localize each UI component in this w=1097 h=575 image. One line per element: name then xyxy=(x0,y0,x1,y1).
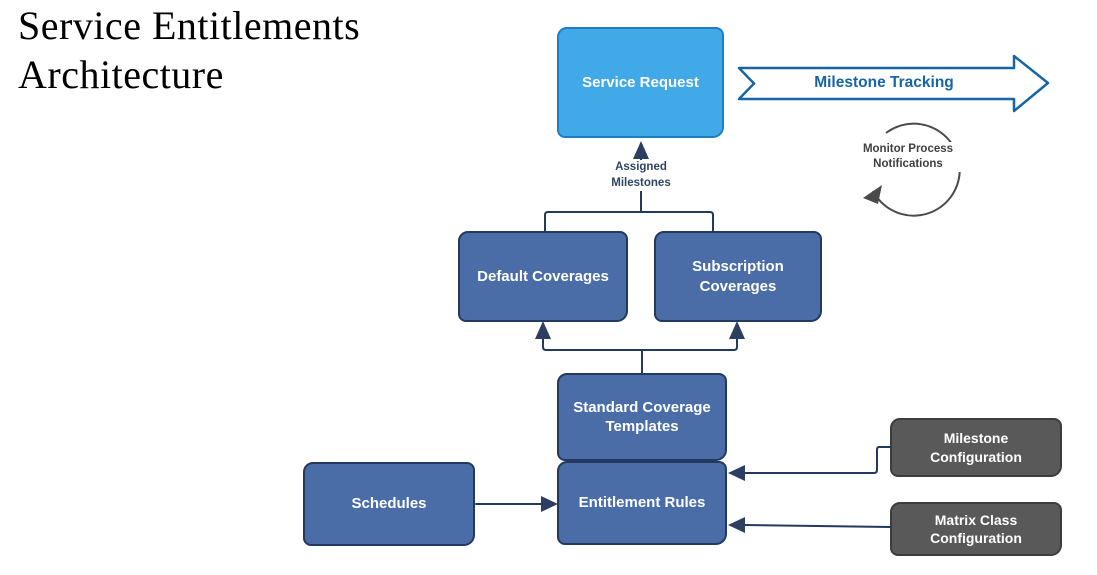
node-default-coverages: Default Coverages xyxy=(458,231,628,322)
connector-matrix-config-to-entitlement-rules xyxy=(743,524,891,528)
page-title: Service Entitlements Architecture xyxy=(18,3,361,97)
node-milestone-configuration: Milestone Configuration xyxy=(890,418,1062,477)
connector-milestone-config-to-entitlement-rules xyxy=(743,446,891,474)
node-schedules: Schedules xyxy=(303,462,475,546)
node-subscription-coverages: Subscription Coverages xyxy=(654,231,822,322)
node-label: Matrix Class Configuration xyxy=(930,511,1022,546)
arrowhead-up-subscription-coverages xyxy=(729,321,745,339)
node-label: Schedules xyxy=(351,495,427,513)
node-entitlement-rules: Entitlement Rules xyxy=(557,461,727,545)
node-label: Service Request xyxy=(582,73,699,91)
connector-lower-branch xyxy=(542,335,738,374)
assigned-milestones-label: Assigned Milestones xyxy=(583,160,699,192)
arrowhead-right-entitlement-rules xyxy=(541,496,558,512)
assigned-milestones-line2: Milestones xyxy=(611,176,671,189)
arrowhead-up-default-coverages xyxy=(535,321,551,339)
monitor-process-line1: Monitor Process xyxy=(862,143,954,155)
assigned-milestones-line1: Assigned xyxy=(615,161,667,173)
node-standard-coverage-templates: Standard Coverage Templates xyxy=(557,373,727,461)
node-label: Standard Coverage Templates xyxy=(573,398,711,436)
monitor-process-line2: Notifications xyxy=(873,157,943,170)
monitor-loop-arrowhead-icon xyxy=(863,185,882,204)
node-label: Subscription Coverages xyxy=(692,258,784,295)
arrowhead-left-from-milestone-config xyxy=(728,465,745,481)
node-service-request: Service Request xyxy=(557,27,724,138)
node-label: Default Coverages xyxy=(477,267,609,285)
node-matrix-class-configuration: Matrix Class Configuration xyxy=(890,502,1062,556)
monitor-process-label: Monitor Process Notifications xyxy=(838,142,978,172)
arrowhead-left-from-matrix-config xyxy=(728,517,745,533)
node-label: Milestone Configuration xyxy=(930,430,1022,465)
arrowhead-up-service-request xyxy=(633,141,649,159)
milestone-tracking-label: Milestone Tracking xyxy=(814,74,954,91)
connector-upper-branch xyxy=(544,211,714,232)
node-label: Entitlement Rules xyxy=(578,494,706,512)
